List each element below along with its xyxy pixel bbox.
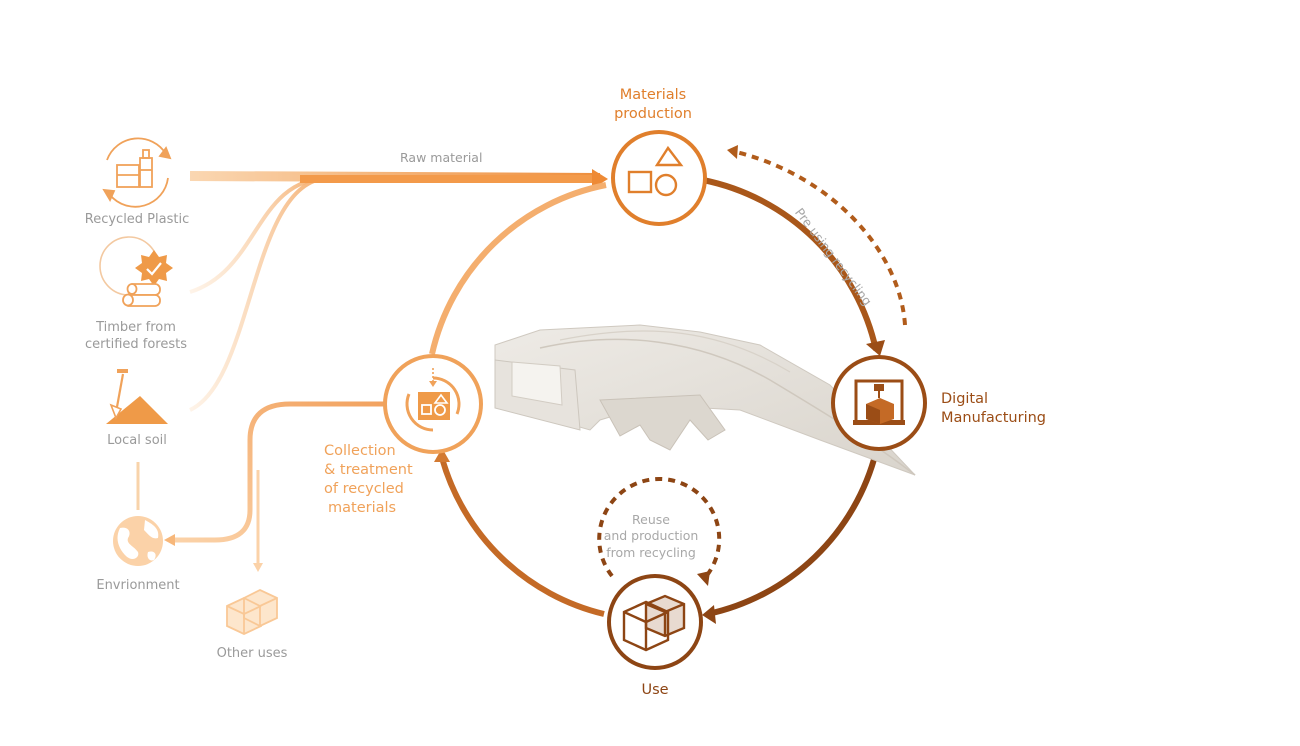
source-label-timber: Timber from certified forests [85, 320, 187, 354]
flow-soil [189, 176, 331, 412]
source-label-line2: certified forests [84, 336, 188, 352]
pre-using-recycling-loop [735, 150, 907, 326]
cubes-icon [622, 594, 686, 652]
output-flows [164, 401, 385, 572]
node-label-line2: Manufacturing [941, 409, 1046, 426]
other-uses-arrowhead [253, 563, 263, 572]
architecture-model-image [494, 324, 916, 476]
node-label-line4: materials [328, 499, 397, 516]
node-label-digital-manufacturing: Digital Manufacturing [941, 390, 1046, 428]
arrow-into-use [702, 605, 716, 624]
source-label-line1: Timber from [96, 320, 176, 335]
raw-arrowhead [592, 169, 608, 189]
node-label-line1: Digital [941, 391, 989, 407]
3d-printer-icon [853, 379, 905, 425]
main-cycle-ring [429, 177, 885, 624]
raw-material-label: Raw material [400, 150, 483, 165]
collection-icon [405, 368, 461, 432]
flow-to-environment [175, 401, 385, 543]
reuse-label: Reuse and production from recycling [604, 512, 699, 561]
reuse-arrowhead [697, 571, 710, 586]
globe-icon [113, 516, 163, 566]
blocks-icon [226, 588, 278, 635]
timber-icon [99, 236, 173, 307]
node-label-collection: Collection & treatment of recycled mater… [324, 442, 413, 517]
flow-timber [189, 176, 331, 294]
reuse-label-line2: and production [603, 528, 699, 544]
pre-using-arrowhead [727, 145, 738, 159]
local-soil-icon [106, 369, 168, 424]
source-label-local-soil: Local soil [107, 433, 167, 450]
source-label-line1: Recycled Plastic [84, 212, 190, 227]
recycled-plastic-icon [102, 137, 172, 208]
node-label-use: Use [641, 682, 669, 698]
arrow-into-collection [434, 448, 450, 462]
node-materials-production [611, 130, 707, 226]
reuse-label-line1: Reuse [632, 512, 670, 527]
output-label-other-uses: Other uses [216, 646, 288, 661]
node-collection [383, 354, 483, 454]
node-digital-manufacturing [831, 355, 927, 451]
node-label-line1: Materials [619, 87, 687, 103]
shapes-icon [627, 145, 684, 197]
environment-arrowhead [164, 534, 175, 546]
reuse-label-line3: from recycling [606, 544, 696, 560]
node-label-line2: & treatment [324, 461, 413, 478]
dashed-loops [597, 145, 907, 586]
source-label-line1: Local soil [107, 433, 167, 448]
arc-digital-to-use [707, 451, 879, 617]
source-flows [136, 169, 608, 510]
reuse-loop [597, 476, 722, 582]
node-use [607, 574, 703, 670]
arc-collection-to-materials [429, 182, 607, 355]
node-label-line1: Collection [324, 443, 396, 459]
node-label-line2: production [614, 105, 692, 122]
arc-use-to-collection [439, 457, 605, 617]
node-label-materials-production: Materials production [614, 86, 692, 124]
arc-materials-to-digital [702, 177, 879, 351]
arrow-into-digital [866, 340, 885, 356]
node-label-line3: of recycled [324, 480, 404, 497]
source-label-recycled-plastic: Recycled Plastic [85, 212, 189, 229]
output-label-environment: Envrionment [96, 578, 180, 593]
